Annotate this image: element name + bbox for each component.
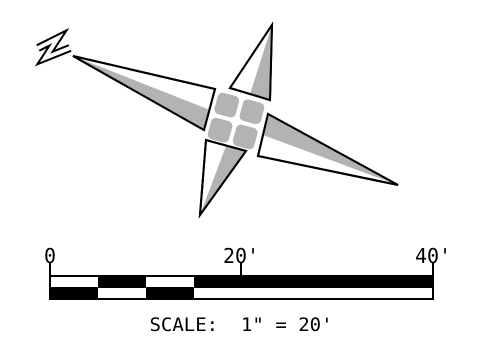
compass-hub (207, 92, 265, 150)
scale-segment (146, 287, 194, 299)
scale-segment (50, 287, 98, 299)
north-letter-inner (37, 32, 71, 63)
compass-south-spike (256, 112, 399, 186)
compass-west-spike (198, 138, 248, 219)
scale-label-zero: 0 (44, 244, 56, 268)
compass-east-spike (228, 21, 274, 102)
north-arrow (34, 21, 399, 219)
scale-caption: SCALE: 1" = 20' (149, 314, 332, 336)
compass-north-spike (72, 55, 217, 132)
scale-segment (98, 276, 146, 288)
scale-bar: 0 20' 40' SCALE: 1" = 20' (44, 244, 451, 336)
scale-segment (194, 276, 241, 288)
scale-segment-solid (241, 276, 433, 288)
